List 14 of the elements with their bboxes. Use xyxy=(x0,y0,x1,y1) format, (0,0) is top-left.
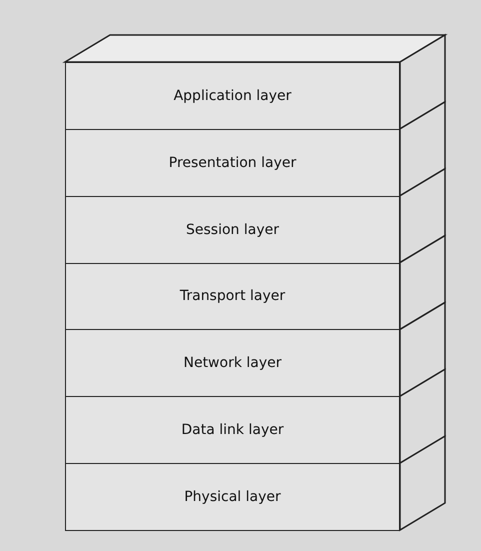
layer-name: Data link layer xyxy=(181,422,284,438)
layer-box xyxy=(65,62,400,130)
layer-box xyxy=(65,463,400,531)
layer-name: Network layer xyxy=(183,355,282,372)
layer-box xyxy=(65,262,400,330)
layer-name: Presentation layer xyxy=(168,154,296,171)
layer-name: Transport layer xyxy=(180,288,286,304)
layer-name: Application layer xyxy=(174,88,292,104)
layer-name: Session layer xyxy=(186,222,279,238)
layer-box xyxy=(65,396,400,464)
layer-box xyxy=(65,329,400,398)
layer-box xyxy=(65,128,400,197)
layer-name: Physical layer xyxy=(184,489,281,506)
layer-box xyxy=(65,196,400,264)
